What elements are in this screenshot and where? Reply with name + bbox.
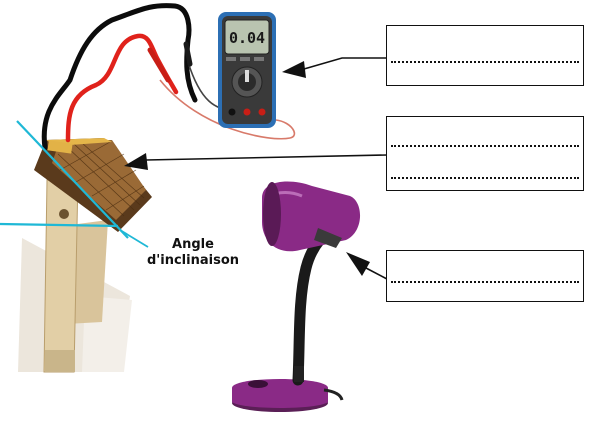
multimeter-display: 0.04 (229, 29, 265, 47)
angle-caption: Angle d'inclinaison (138, 237, 248, 269)
angle-indicator (0, 120, 149, 248)
wooden-stand (18, 177, 132, 373)
answer-line[interactable] (391, 61, 579, 63)
multimeter: 0.04 (218, 12, 276, 128)
probe-lead-red (147, 47, 296, 140)
label-box-lamp (386, 250, 584, 302)
angle-caption-line2: d'inclinaison (146, 253, 240, 268)
answer-line[interactable] (391, 281, 579, 283)
arrow-to-multimeter (282, 57, 387, 78)
answer-line[interactable] (391, 145, 579, 147)
arrow-to-solar-panel (124, 153, 388, 170)
label-box-solar-panel (386, 116, 584, 191)
answer-line[interactable] (391, 177, 579, 179)
solar-panel (34, 138, 152, 232)
label-box-multimeter (386, 25, 584, 86)
arrow-to-lamp (346, 252, 388, 280)
cable-black (41, 3, 198, 151)
desk-lamp (232, 181, 361, 412)
angle-caption-line1: Angle (172, 237, 214, 252)
